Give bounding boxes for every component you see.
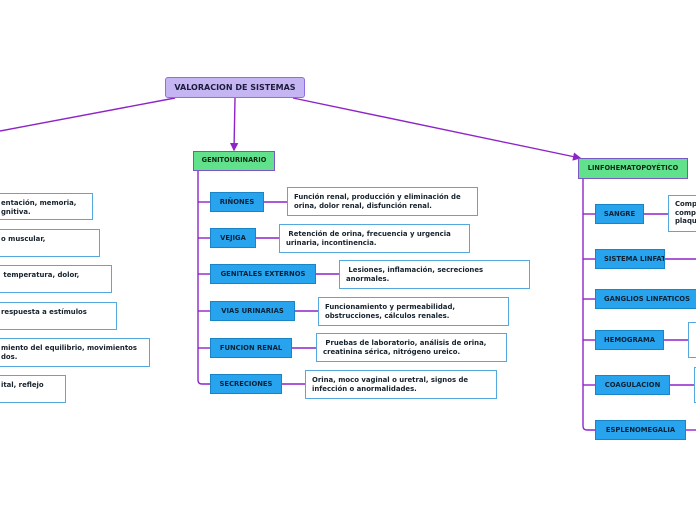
- desc-coagulacion[interactable]: [694, 367, 696, 403]
- item-funcion-renal[interactable]: FUNCION RENAL: [210, 338, 292, 358]
- item-genitales-externos[interactable]: GENITALES EXTERNOS: [210, 264, 316, 284]
- root-to-genito-line: [229, 97, 239, 152]
- desc-vejiga[interactable]: Retención de orina, frecuencia y urgenci…: [279, 224, 470, 253]
- desc-genitales-externos[interactable]: Lesiones, inflamación, secreciones anorm…: [339, 260, 530, 289]
- desc-secreciones[interactable]: Orina, moco vaginal o uretral, signos de…: [305, 370, 497, 399]
- item-secreciones[interactable]: SECRECIONES: [210, 374, 282, 394]
- desc-funcion-renal[interactable]: Pruebas de laboratorio, análisis de orin…: [316, 333, 507, 362]
- item-vejiga[interactable]: VEJIGA: [210, 228, 256, 248]
- item-sistema-linfatico[interactable]: SISTEMA LINFATICO: [595, 249, 665, 269]
- left-desc-2[interactable]: o muscular,: [0, 229, 100, 257]
- genito-spine-line: [197, 171, 210, 385]
- root-to-linfo-line: [292, 97, 582, 161]
- item-coagulacion[interactable]: COAGULACION: [595, 375, 670, 395]
- left-desc-1[interactable]: entación, memoria, gnitiva.: [0, 193, 93, 220]
- linfohematopoyetico-node[interactable]: LINFOHEMATOPOYÉTICO: [578, 158, 688, 179]
- left-desc-5[interactable]: miento del equilibrio, movimientos dos.: [0, 338, 150, 367]
- left-desc-6[interactable]: ital, reflejo: [0, 375, 66, 403]
- genitourinario-node[interactable]: GENITOURINARIO: [193, 151, 275, 171]
- item-vias-urinarias[interactable]: VIAS URINARIAS: [210, 301, 295, 321]
- item-hemograma[interactable]: HEMOGRAMA: [595, 330, 664, 350]
- item-esplenomegalia[interactable]: ESPLENOMEGALIA: [595, 420, 686, 440]
- desc-sangre[interactable]: Comp comp plaqu: [668, 195, 696, 232]
- root-to-left-line: [0, 97, 176, 132]
- desc-hemograma[interactable]: [688, 322, 696, 358]
- linfo-spine-line: [582, 179, 595, 431]
- item-rinones[interactable]: RIÑONES: [210, 192, 264, 212]
- item-ganglios-linfaticos[interactable]: GANGLIOS LINFATICOS: [595, 289, 696, 309]
- desc-rinones[interactable]: Función renal, producción y eliminación …: [287, 187, 478, 216]
- left-desc-4[interactable]: respuesta a estímulos: [0, 302, 117, 330]
- root-node[interactable]: VALORACION DE SISTEMAS: [165, 77, 305, 98]
- left-desc-3[interactable]: temperatura, dolor,: [0, 265, 112, 293]
- desc-vias-urinarias[interactable]: Funcionamiento y permeabilidad, obstrucc…: [318, 297, 509, 326]
- item-sangre[interactable]: SANGRE: [595, 204, 644, 224]
